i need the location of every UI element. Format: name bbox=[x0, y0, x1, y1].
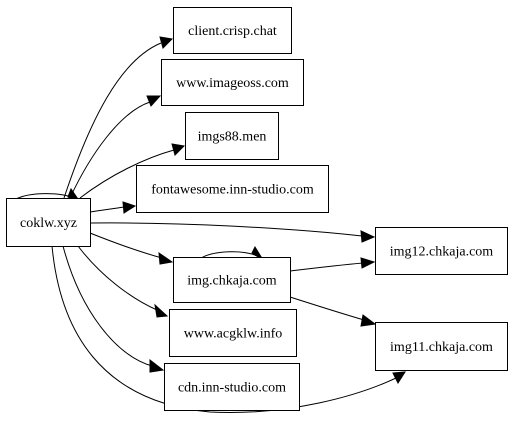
edge-cokl-to-crisp bbox=[63, 36, 174, 199]
node-label: fontawesome.inn-studio.com bbox=[151, 183, 314, 198]
arrowhead-icon bbox=[392, 371, 406, 385]
edge-cokl-to-fontawesome bbox=[89, 201, 137, 214]
edge-line bbox=[62, 245, 153, 367]
arrowhead-icon bbox=[159, 36, 174, 49]
node-box bbox=[136, 165, 329, 213]
node-imgs88[interactable]: imgs88.men bbox=[185, 112, 279, 160]
node-box bbox=[185, 112, 279, 160]
node-fontawesome[interactable]: fontawesome.inn-studio.com bbox=[136, 165, 329, 213]
edge-line bbox=[69, 101, 151, 199]
node-img12[interactable]: img12.chkaja.com bbox=[375, 227, 508, 275]
node-imageoss[interactable]: www.imageoss.com bbox=[161, 59, 304, 106]
edge-line bbox=[289, 262, 364, 272]
node-label: cdn.inn-studio.com bbox=[178, 381, 286, 396]
arrowhead-icon bbox=[251, 245, 264, 261]
edge-cokl-to-cdninn bbox=[62, 245, 165, 373]
edge-cokl-to-acgklw bbox=[77, 245, 169, 318]
node-label: client.crisp.chat bbox=[188, 24, 277, 39]
node-label: www.acgklw.info bbox=[184, 327, 283, 342]
edge-cokl-to-imgs88 bbox=[79, 143, 186, 199]
node-label: img.chkaja.com bbox=[187, 274, 277, 289]
nodes-layer: coklw.xyz client.crisp.chat www.imageoss.c… bbox=[6, 7, 508, 411]
arrowhead-icon bbox=[158, 251, 174, 265]
node-box bbox=[169, 309, 297, 357]
node-imgchkaja[interactable]: img.chkaja.com bbox=[173, 257, 291, 303]
node-label: img11.chkaja.com bbox=[390, 340, 493, 355]
arrowhead-icon bbox=[171, 143, 186, 156]
node-label: www.imageoss.com bbox=[176, 76, 289, 91]
edge-line bbox=[77, 245, 158, 311]
edge-imgchkaja-to-imgchkaja bbox=[200, 245, 264, 261]
node-box bbox=[375, 227, 508, 275]
node-cdninn[interactable]: cdn.inn-studio.com bbox=[164, 363, 300, 411]
edge-line bbox=[200, 251, 258, 259]
node-img11[interactable]: img11.chkaja.com bbox=[375, 322, 508, 371]
node-box bbox=[6, 198, 91, 247]
node-acgklw[interactable]: www.acgklw.info bbox=[169, 309, 297, 357]
node-cokl[interactable]: coklw.xyz bbox=[6, 198, 91, 247]
arrowhead-icon bbox=[360, 230, 376, 243]
node-label: coklw.xyz bbox=[20, 216, 77, 231]
edge-cokl-to-imageoss bbox=[69, 95, 162, 199]
arrowhead-icon bbox=[360, 257, 376, 269]
arrowhead-icon bbox=[360, 314, 377, 327]
node-crisp[interactable]: client.crisp.chat bbox=[173, 7, 292, 54]
node-box bbox=[161, 59, 304, 106]
arrowhead-icon bbox=[154, 303, 169, 318]
edge-line bbox=[289, 296, 365, 321]
arrowhead-icon bbox=[146, 95, 162, 107]
arrowhead-icon bbox=[149, 358, 165, 373]
edge-line bbox=[89, 232, 163, 259]
edge-cokl-to-img12 bbox=[89, 222, 376, 243]
node-label: imgs88.men bbox=[198, 130, 267, 145]
node-box bbox=[164, 363, 300, 411]
node-box bbox=[173, 257, 291, 303]
edge-line bbox=[79, 149, 175, 199]
edge-imgchkaja-to-img11 bbox=[289, 296, 377, 327]
node-box bbox=[375, 322, 508, 371]
arrowhead-icon bbox=[122, 201, 137, 214]
edge-line bbox=[89, 206, 125, 213]
edge-imgchkaja-to-img12 bbox=[289, 257, 376, 272]
node-box bbox=[173, 7, 292, 54]
node-label: img12.chkaja.com bbox=[390, 245, 494, 260]
edge-cokl-to-imgchkaja bbox=[89, 232, 174, 265]
edge-line bbox=[89, 222, 363, 237]
edge-line bbox=[63, 42, 162, 199]
